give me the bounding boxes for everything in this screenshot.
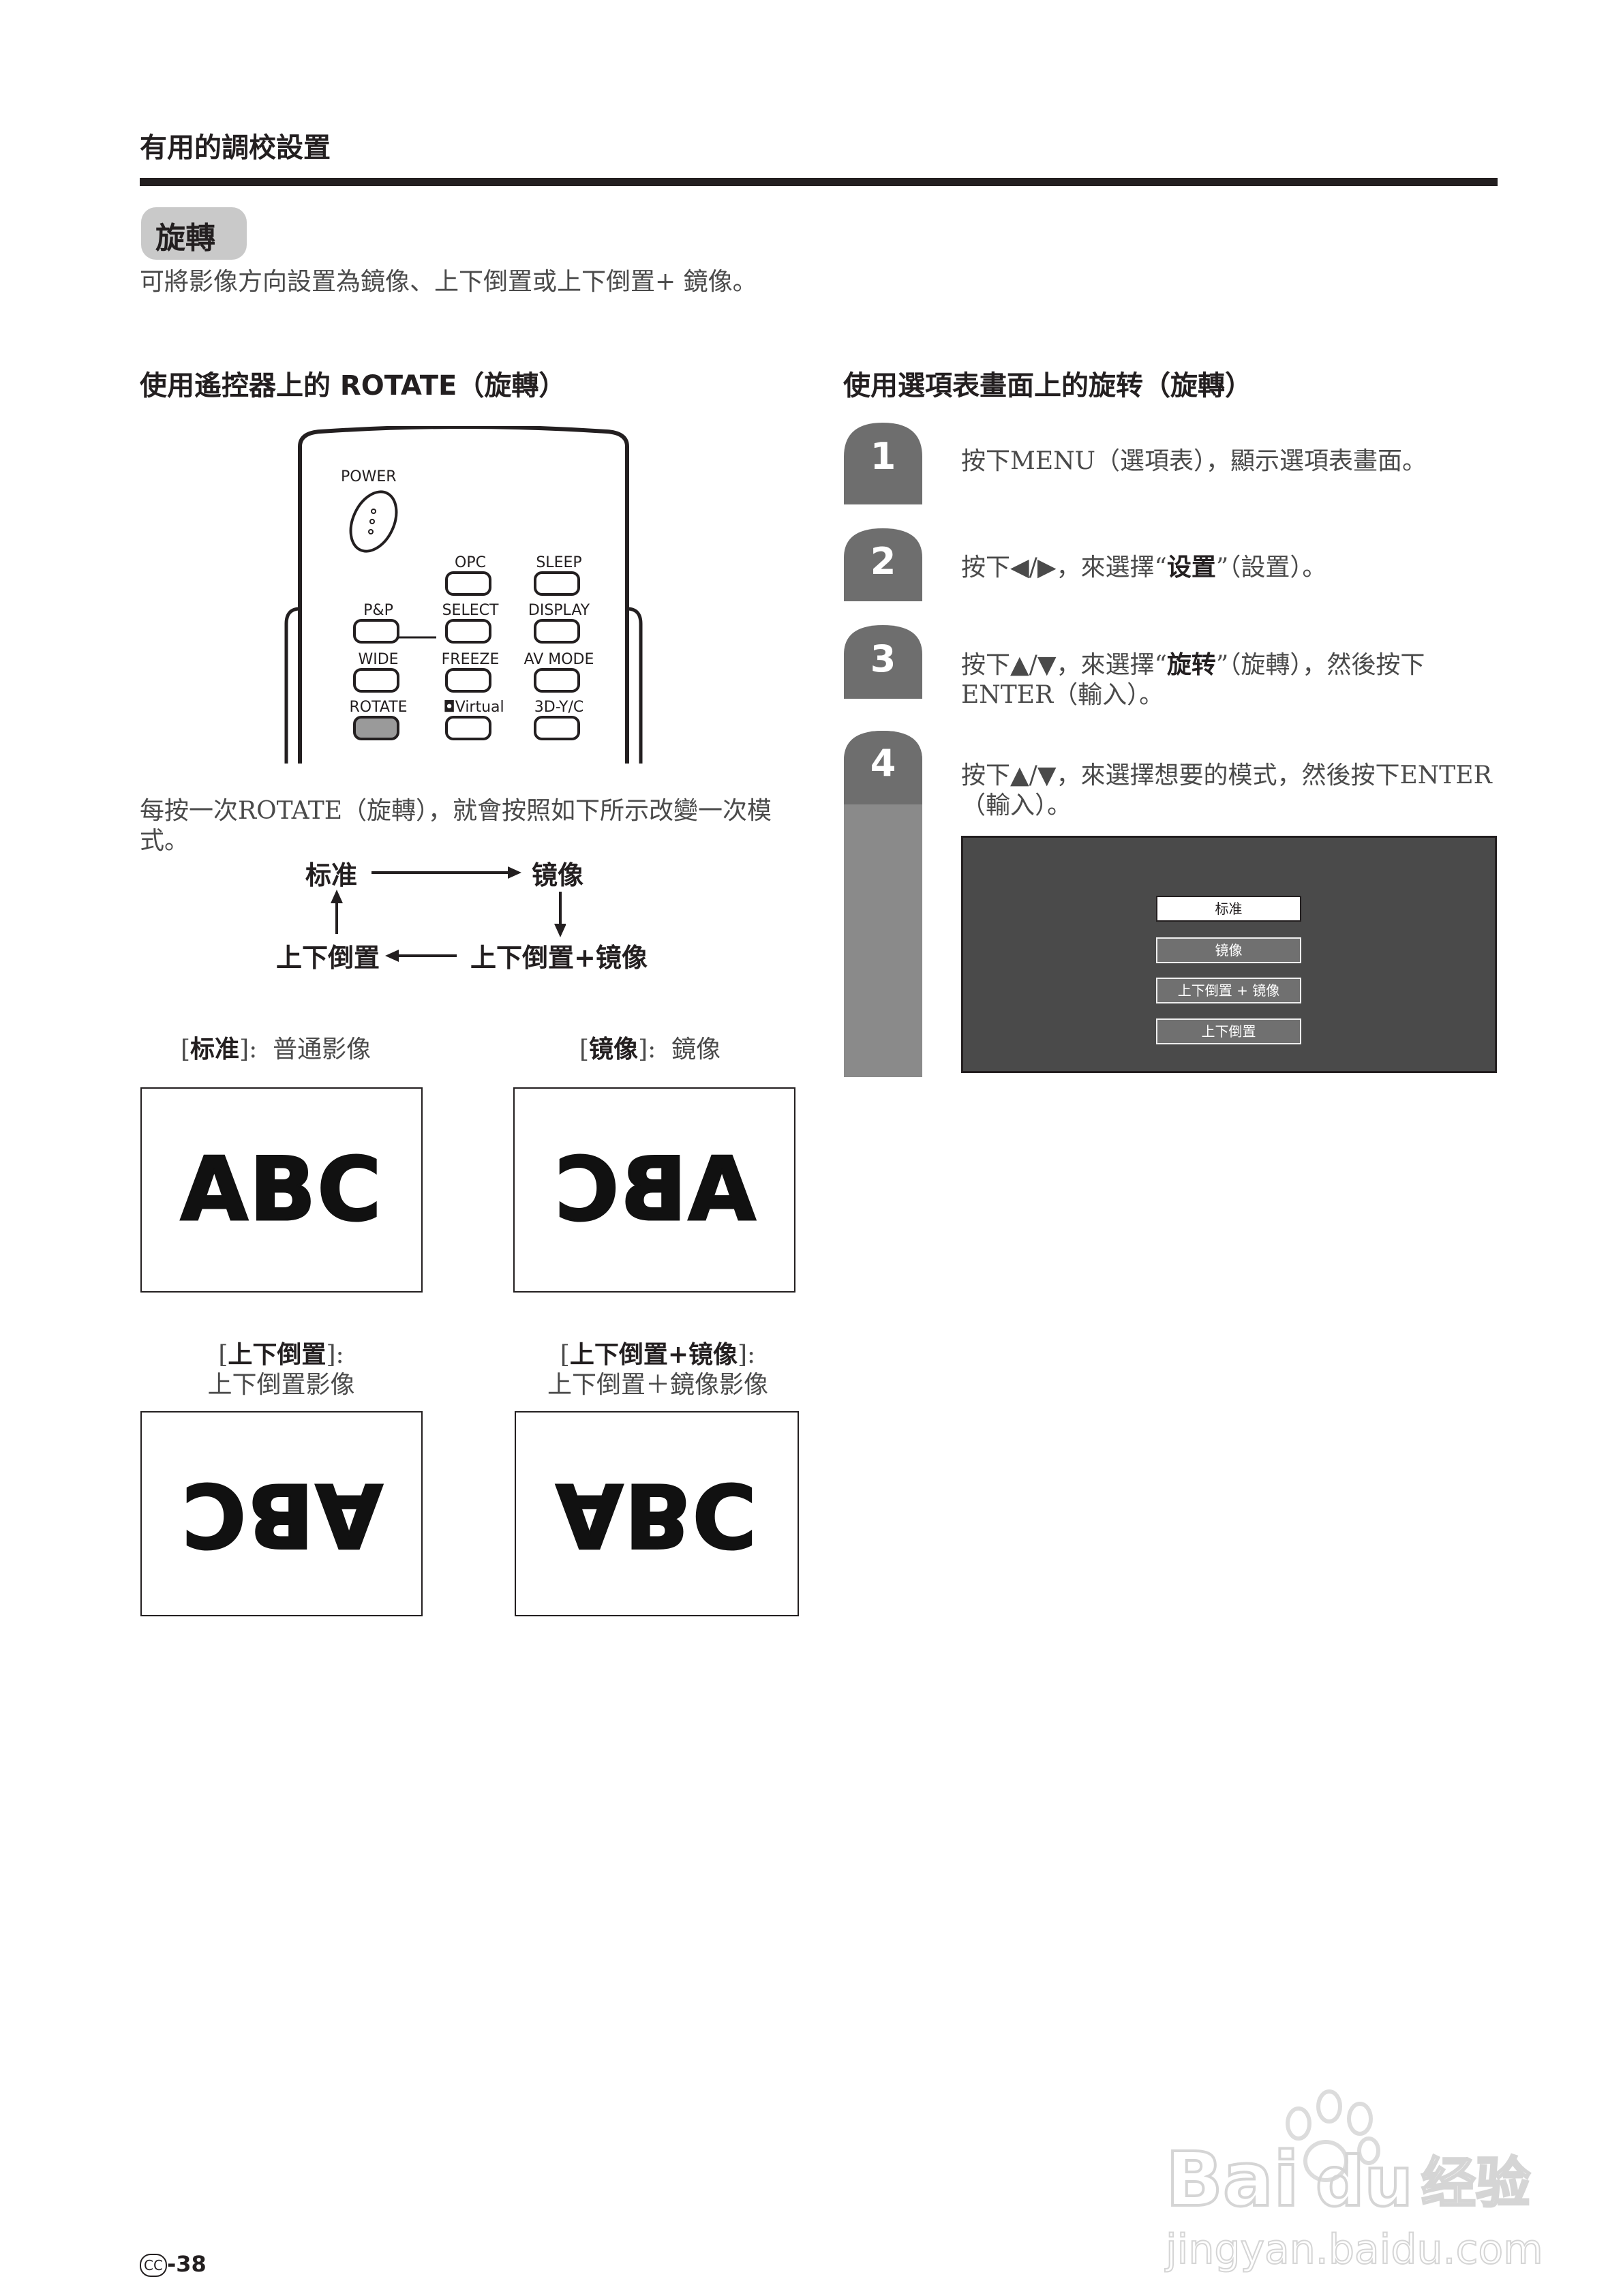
rotate-label: ROTATE — [349, 699, 408, 716]
freeze-button[interactable] — [445, 668, 491, 693]
step-1-number: 1 — [870, 435, 896, 478]
svg-text:经验: 经验 — [1421, 2151, 1530, 2215]
sample-upside-mirror-text: ABC — [555, 1462, 759, 1566]
caption-mirror: [镜像]: 鏡像 — [579, 1035, 721, 1063]
svg-text:Bai: Bai — [1166, 2136, 1299, 2223]
cycle-normal: 标准 — [305, 860, 358, 890]
virtual-label: ◘Virtual — [443, 699, 504, 716]
menu-option-upside-mirror[interactable]: 上下倒置 + 镜像 — [1156, 978, 1301, 1003]
menu-option-mirror[interactable]: 镜像 — [1156, 937, 1301, 963]
yc-label: 3D-Y/C — [534, 699, 584, 716]
select-button[interactable] — [445, 619, 491, 644]
dolby-icon: ◘ — [443, 699, 455, 716]
avmode-label: AV MODE — [524, 651, 594, 668]
pp-label: P&P — [363, 602, 393, 619]
power-label: POWER — [341, 468, 397, 485]
sample-upside: ABC — [140, 1411, 423, 1616]
svg-text:jingyan.baidu.com: jingyan.baidu.com — [1164, 2226, 1543, 2274]
step-2-number: 2 — [870, 540, 896, 583]
display-button[interactable] — [534, 619, 580, 644]
left-heading: 使用遙控器上的 ROTATE（旋轉） — [140, 370, 566, 402]
cycle-mirror: 镜像 — [532, 860, 584, 890]
display-label: DISPLAY — [528, 602, 590, 619]
sample-mirror: ABC — [513, 1087, 795, 1293]
header-rule — [140, 178, 1498, 186]
cycle-arrows — [331, 866, 566, 962]
remote-control: POWER OPC SLEEP P&P SELECT DISPLAY WIDE … — [273, 426, 654, 764]
menu-option-normal[interactable]: 标准 — [1156, 896, 1301, 922]
section-title: 旋轉 — [155, 221, 215, 256]
step-3-text: 按下▲/▼，來選擇“旋转”（旋轉），然後按下ENTER（輸入）。 — [961, 650, 1425, 709]
cycle-description: 每按一次ROTATE（旋轉），就會按照如下所示改變一次模式。 — [140, 797, 772, 855]
section-title-tab — [141, 207, 247, 260]
wide-button[interactable] — [353, 668, 399, 693]
yc-button[interactable] — [534, 716, 580, 740]
right-heading: 使用選項表畫面上的旋转（旋轉） — [843, 370, 1252, 402]
sleep-button[interactable] — [534, 571, 580, 596]
cycle-upside-mirror: 上下倒置+镜像 — [470, 943, 648, 973]
sample-normal: ABC — [140, 1087, 423, 1293]
step-bar — [844, 423, 922, 1077]
caption-normal: [标准]: 普通影像 — [181, 1035, 371, 1063]
sample-mirror-text: ABC — [552, 1138, 757, 1241]
opc-button[interactable] — [445, 571, 491, 596]
menu-screen: 标准 镜像 上下倒置 + 镜像 上下倒置 — [961, 836, 1497, 1073]
virtual-button[interactable] — [445, 716, 491, 740]
caption-upside: [上下倒置]:上下倒置影像 — [207, 1340, 355, 1399]
cc-icon: CC — [140, 2254, 167, 2277]
rotate-button[interactable] — [353, 716, 399, 740]
baidu-watermark: Bai du 经验 jingyan.baidu.com — [1164, 2089, 1544, 2274]
step-4-number: 4 — [870, 742, 896, 785]
step-1-text: 按下MENU（選項表），顯示選項表畫面。 — [961, 447, 1427, 475]
remote-outline — [284, 426, 643, 764]
step-3-number: 3 — [870, 637, 896, 680]
step-2-text: 按下◀/▶，來選擇“设置”（設置）。 — [961, 553, 1327, 581]
sample-normal-text: ABC — [179, 1138, 383, 1241]
avmode-button[interactable] — [534, 668, 580, 693]
sleep-label: SLEEP — [536, 554, 582, 571]
caption-upside-mirror: [上下倒置+镜像]:上下倒置＋鏡像影像 — [547, 1340, 768, 1399]
svg-text:du: du — [1316, 2142, 1413, 2222]
select-label: SELECT — [442, 602, 499, 619]
opc-label: OPC — [455, 554, 486, 571]
page-number: CC-38 — [140, 2251, 207, 2277]
pp-button[interactable] — [353, 619, 399, 644]
step-4-text: 按下▲/▼，來選擇想要的模式，然後按下ENTER（輸入）。 — [961, 761, 1492, 819]
wide-label: WIDE — [358, 651, 399, 668]
intro-text: 可將影像方向設置為鏡像、上下倒置或上下倒置+ 鏡像。 — [140, 268, 757, 296]
sample-upside-text: ABC — [179, 1462, 384, 1566]
menu-option-upside[interactable]: 上下倒置 — [1156, 1018, 1301, 1044]
sample-upside-mirror: ABC — [515, 1411, 799, 1616]
section-header: 有用的調校設置 — [140, 132, 331, 164]
cycle-upside: 上下倒置 — [276, 943, 380, 973]
freeze-label: FREEZE — [441, 651, 500, 668]
